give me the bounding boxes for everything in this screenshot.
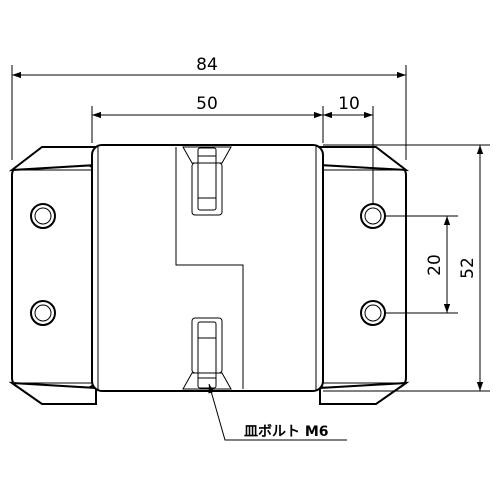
- mounting-hole-left-top: [30, 203, 56, 229]
- right-flange: [315, 146, 410, 405]
- center-block: [91, 144, 324, 392]
- dimension-overall-width: 84: [11, 55, 407, 160]
- dimension-hole-spacing: 20: [386, 215, 458, 314]
- dimension-label-overall-width: 84: [196, 55, 218, 75]
- dimension-label-flange-offset: 10: [338, 94, 360, 114]
- mounting-hole-right-top: [360, 203, 386, 229]
- bolt-top: [182, 146, 232, 216]
- bolt-callout: 皿ボルト M6: [208, 383, 347, 441]
- left-flange: [8, 146, 97, 405]
- dimension-flange-offset: 10: [323, 94, 374, 203]
- dimension-label-overall-height: 52: [458, 257, 478, 279]
- dimension-label-center-width: 50: [196, 94, 218, 114]
- mounting-hole-right-bottom: [360, 300, 386, 326]
- dimension-overall-height: 52: [323, 144, 490, 392]
- bolt-callout-label: 皿ボルト M6: [244, 424, 329, 440]
- bolt-bottom: [182, 317, 232, 390]
- mounting-hole-left-bottom: [30, 300, 56, 326]
- dimension-label-hole-spacing: 20: [425, 254, 445, 276]
- dimension-center-width: 50: [91, 94, 324, 143]
